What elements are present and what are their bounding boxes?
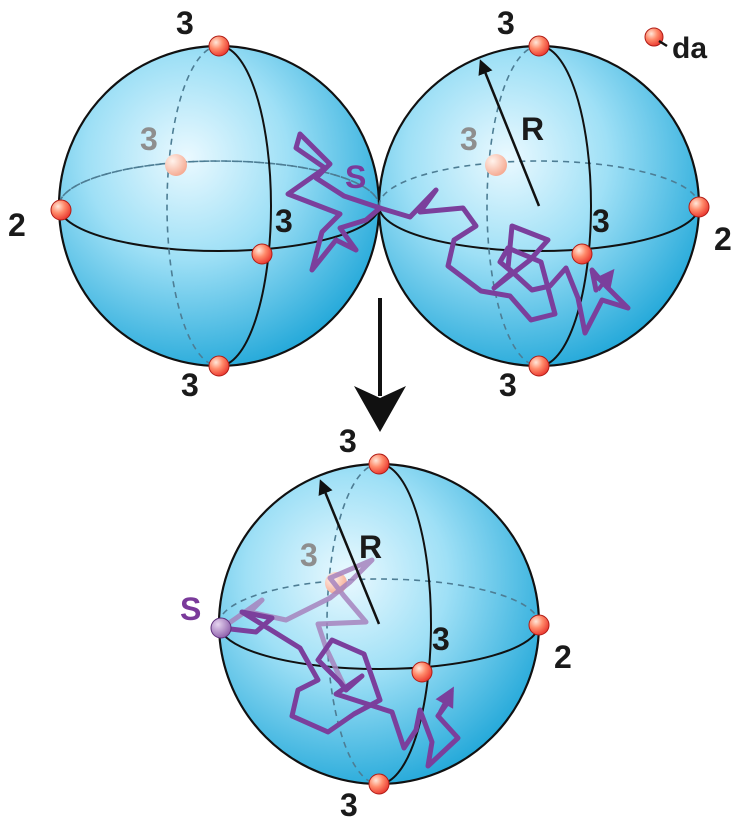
- defect-dot-right: [529, 615, 549, 635]
- label-vertex3-front: 3: [592, 203, 610, 239]
- label-radius: R: [521, 111, 544, 147]
- label-vertex3-bottom: 3: [499, 367, 517, 403]
- legend: da: [645, 28, 707, 65]
- transition-arrow: [354, 298, 406, 432]
- defect-dot-front: [572, 244, 592, 264]
- label-vertex3-back: 3: [460, 121, 478, 157]
- label-vertex3-back: 3: [300, 537, 318, 573]
- label-vertex3-back: 3: [140, 121, 158, 157]
- label-vertex3-bottom: 3: [181, 367, 199, 403]
- label-vertex3-top: 3: [176, 5, 194, 41]
- defect-dot-front: [412, 662, 432, 682]
- label-vertex2-right: 2: [714, 221, 732, 257]
- defect-dot-bottom: [209, 356, 229, 376]
- sphere-body: [59, 46, 379, 366]
- label-vertex3-bottom: 3: [340, 787, 358, 823]
- label-start: S: [180, 591, 201, 627]
- label-vertex3-front: 3: [275, 203, 293, 239]
- label-vertex3-front: 3: [432, 621, 450, 657]
- label-radius: R: [359, 529, 382, 565]
- legend-defect-dot-icon: [645, 28, 663, 46]
- label-start-top: S: [345, 159, 366, 195]
- label-vertex3-top: 3: [497, 5, 515, 41]
- defect-dot-top: [369, 454, 389, 474]
- defect-dot-bottom: [369, 774, 389, 794]
- defect-dot-top: [529, 36, 549, 56]
- defect-dot-right: [689, 197, 709, 217]
- defect-dot-back-faint: [165, 154, 187, 176]
- start-dot: [211, 618, 231, 638]
- label-vertex2-right: 2: [554, 639, 572, 675]
- sphere-top-left: 3 3 2 3 3: [8, 5, 379, 403]
- defect-dot-top: [209, 36, 229, 56]
- sphere-bottom: 3 3 R S 3 2 3: [180, 423, 572, 823]
- legend-label: da: [672, 32, 707, 65]
- defect-dot-left: [51, 200, 71, 220]
- label-vertex2-left: 2: [8, 207, 26, 243]
- label-vertex3-top: 3: [339, 423, 357, 459]
- defect-dot-front: [252, 244, 272, 264]
- defect-dot-bottom: [529, 356, 549, 376]
- defect-dot-back-faint: [485, 154, 507, 176]
